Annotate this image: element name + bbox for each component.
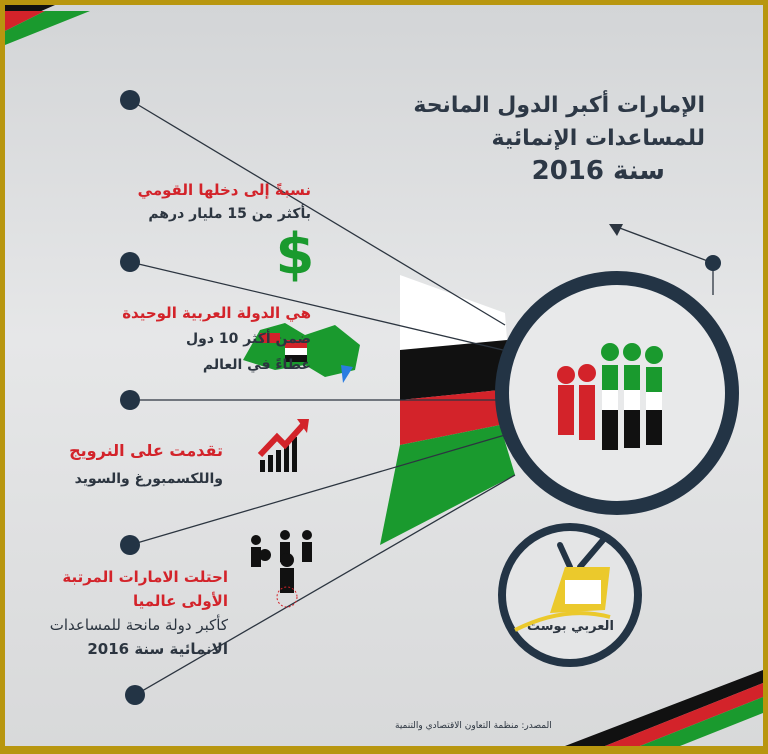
fact-2: هي الدولة العربية الوحيدة ضمن أكثر 10 دو… (122, 300, 311, 378)
connector-lines (129, 99, 714, 696)
page-title: الإمارات أكبر الدول المانحة للمساعدات ال… (413, 89, 705, 188)
fact-4: احتلت الامارات المرتبة الأولى عالميا كأك… (50, 565, 228, 661)
dollar-icon: $ (276, 222, 315, 287)
fact-4-body-1: كأكبر دولة مانحة للمساعدات (49, 616, 228, 634)
fact-3-body: واللكسمبورغ والسويد (74, 471, 223, 487)
fact-2-body-2: عطاءً في العالم (202, 357, 311, 373)
fact-3: تقدمت على النرويج واللكسمبورغ والسويد (69, 437, 223, 493)
title-line-3: سنة 2016 (531, 156, 665, 186)
people-network-icon (251, 530, 312, 608)
fact-3-heading: تقدمت على النرويج (69, 441, 223, 460)
fact-1-body: بأكثر من 15 مليار درهم (148, 206, 311, 222)
title-line-1: الإمارات أكبر الدول المانحة (413, 93, 705, 118)
uae-people-icon (557, 343, 663, 450)
fan-white (400, 275, 507, 350)
fact-4-heading-2: الأولى عالميا (133, 592, 228, 610)
infographic-graphics: $ (5, 5, 763, 746)
fact-1: نسبةً إلى دخلها القومي بأكثر من 15 مليار… (138, 178, 311, 226)
corner-stripes-bottom-right (565, 670, 763, 746)
corner-stripes-top-left (5, 5, 90, 45)
fact-1-heading: نسبةً إلى دخلها القومي (137, 181, 311, 199)
infographic: $ الإمارات أكبر الدول المانحة للمساعدات … (5, 5, 763, 746)
fan-black (400, 340, 507, 400)
logo-text: العربي بوست (527, 619, 614, 634)
growth-chart-icon (257, 419, 309, 472)
fact-4-heading-1: احتلت الامارات المرتبة (62, 568, 228, 586)
arab-world-map-icon (243, 323, 360, 383)
fact-2-body-1: ضمن أكثر 10 دول (185, 331, 311, 347)
fan-green (380, 425, 515, 545)
fact-4-body-2: الانمائية سنة 2016 (87, 640, 228, 658)
source-note: المصدر: منظمة التعاون الاقتصادي والتنمية (395, 721, 552, 731)
bullet-dots (120, 90, 721, 705)
fact-2-heading: هي الدولة العربية الوحيدة (122, 304, 311, 322)
title-line-2: للمساعدات الإنمائية (491, 126, 705, 151)
tv-logo-icon (514, 537, 611, 632)
fan-red (400, 390, 500, 445)
arrow-head-icon (609, 224, 623, 236)
